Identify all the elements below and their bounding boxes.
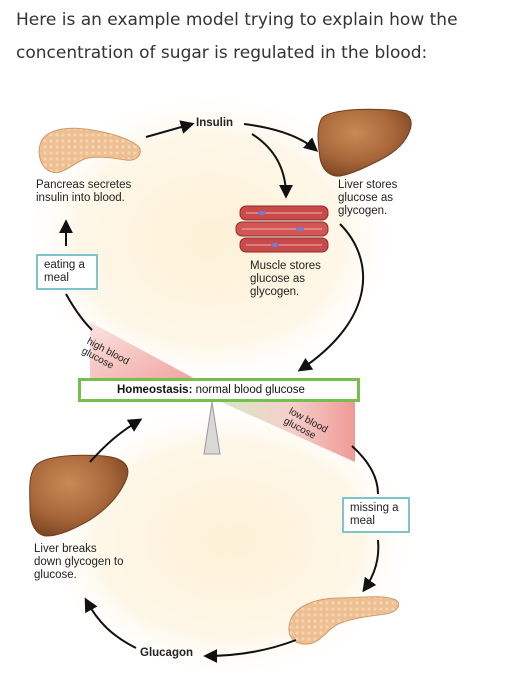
top-cycle-glow (20, 90, 400, 390)
arrow-missing-to-pancreas (362, 539, 380, 593)
liver-bottom-image (29, 454, 129, 537)
homeostasis-bold-label: Homeostasis: (117, 384, 193, 396)
muscle-stores-label: Muscle stores glucose as glycogen. (250, 260, 321, 298)
arrow-liver-to-homeostasis (297, 223, 365, 372)
low-glucose-wedge (212, 398, 355, 462)
high-glucose-wedge (90, 322, 212, 388)
bottom-cycle-glow (40, 400, 420, 680)
liver-breaks-label: Liver breaks down glycogen to glucose. (34, 543, 124, 581)
liver-stores-label: Liver stores glucose as glycogen. (338, 179, 398, 217)
arrow-liver-to-homeostasis-bottom (89, 418, 143, 463)
eating-meal-box: eating a meal (36, 254, 98, 290)
homeostasis-text: normal blood glucose (195, 384, 305, 396)
arrow-insulin-to-liver (243, 123, 319, 152)
muscle-image (235, 205, 329, 253)
pancreas-top-image (38, 127, 141, 174)
arrow-glucagon-to-liver (84, 597, 137, 649)
arrow-insulin-to-muscle (251, 133, 293, 199)
line-low-to-missing (351, 445, 379, 495)
fulcrum-triangle (203, 401, 221, 455)
missing-meal-box: missing a meal (342, 497, 410, 533)
homeostasis-bar: Homeostasis: normal blood glucose (78, 378, 360, 402)
arrow-pancreas-to-insulin (145, 120, 195, 138)
intro-paragraph: Here is an example model trying to expla… (16, 10, 458, 63)
line-high-to-eating (65, 293, 93, 331)
liver-top-image (317, 108, 412, 177)
arrow-pancreas-to-glucagon (203, 639, 297, 663)
pancreas-bottom-image (288, 596, 400, 645)
glucagon-label: Glucagon (140, 647, 194, 659)
insulin-label: Insulin (196, 117, 234, 129)
pancreas-secretes-label: Pancreas secretes insulin into blood. (36, 179, 132, 204)
